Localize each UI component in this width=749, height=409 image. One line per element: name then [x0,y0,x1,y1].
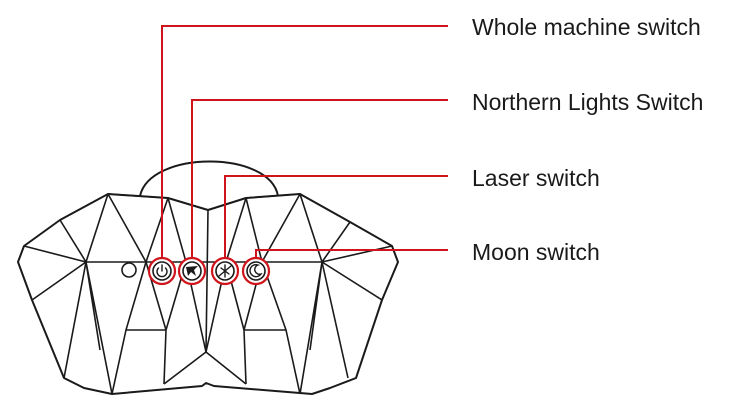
label-whole-machine-switch: Whole machine switch [472,14,701,40]
moon-switch-button[interactable] [241,256,271,286]
label-laser-switch: Laser switch [472,165,600,191]
device-dome [139,160,279,197]
aurora-icon [186,266,198,276]
moon-icon [249,263,263,278]
star-projector-device [17,160,399,395]
round-button[interactable] [121,262,137,278]
leader-line-moon [255,249,448,262]
leader-line-laser [224,175,448,262]
label-moon-switch: Moon switch [472,239,600,265]
power-icon [156,264,168,278]
device-left-facets [23,193,207,395]
device-right-facets [205,193,393,395]
label-northern-lights-switch: Northern Lights Switch [472,89,703,115]
device-buttons [121,256,271,286]
leader-line-northern-lights [191,99,448,262]
whole-machine-switch-button[interactable] [147,256,177,286]
round-button-icon [121,262,137,278]
laser-icon [218,264,232,278]
device-center-seam [205,209,209,353]
callout-labels: Whole machine switch Northern Lights Swi… [472,14,703,265]
leader-line-whole-machine [161,25,448,262]
leader-lines [161,25,448,262]
device-base [163,351,247,385]
laser-switch-button[interactable] [210,256,240,286]
northern-lights-switch-button[interactable] [177,256,207,286]
